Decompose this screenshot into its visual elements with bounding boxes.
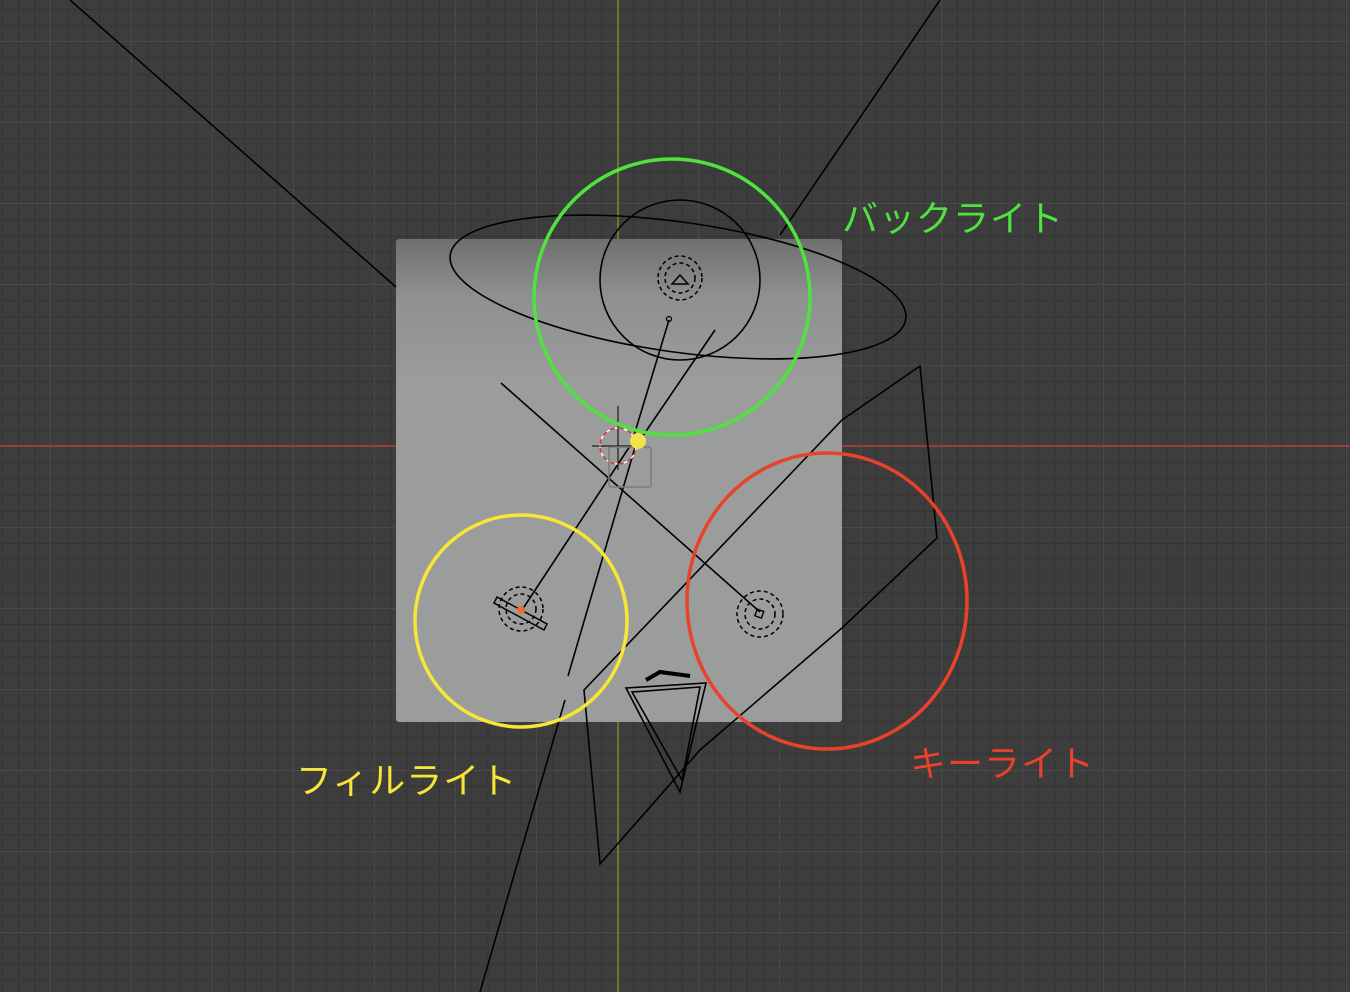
- key-light-icon[interactable]: [736, 590, 784, 638]
- key-light-label: キーライト: [910, 744, 1096, 785]
- back-light-highlight-circle: [532, 157, 812, 437]
- back-light-spot-cone: [449, 214, 907, 360]
- empty-object[interactable]: [608, 446, 652, 488]
- backdrop-plane[interactable]: [396, 239, 842, 722]
- back-light-label: バックライト: [842, 199, 1065, 240]
- fill-light-label: フィルライト: [296, 761, 518, 802]
- key-light-highlight-circle: [685, 451, 969, 751]
- back-light-radius-circle: [599, 199, 761, 361]
- camera-frustum-wireframe: [69, 0, 941, 992]
- camera-object[interactable]: [624, 669, 708, 795]
- fill-light-icon[interactable]: [493, 586, 548, 632]
- object-origin-dot[interactable]: [630, 433, 646, 449]
- light-direction-lines: [500, 319, 761, 677]
- fill-light-highlight-circle: [413, 513, 629, 729]
- back-light-icon[interactable]: [657, 255, 703, 301]
